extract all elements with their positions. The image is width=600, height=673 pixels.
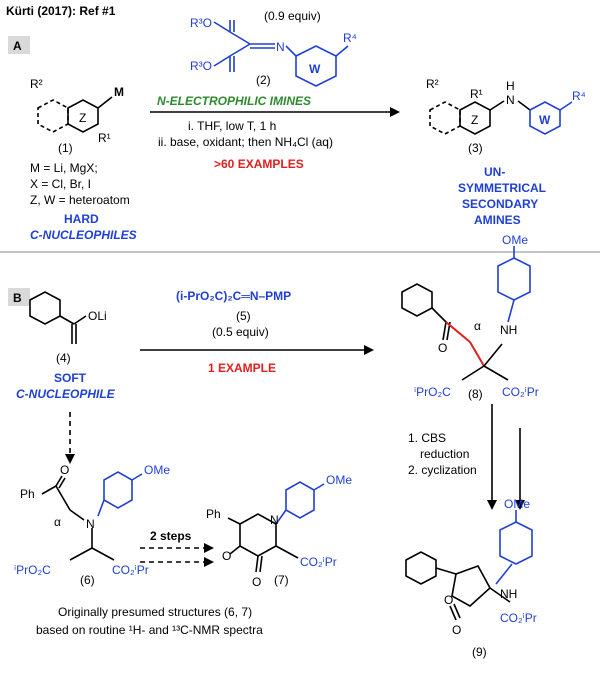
compound-3-class-3: SECONDARY (462, 197, 538, 211)
compound-7-n: N (270, 513, 279, 527)
compound-1-class-1: HARD (64, 212, 99, 226)
compound-4-class-2: C-NUCLEOPHILE (16, 387, 116, 401)
compound-7-structure (227, 481, 325, 573)
compound-4-class-1: SOFT (54, 371, 87, 385)
compound-9-nh: NH (500, 587, 517, 601)
compound-7-ph: Ph (206, 507, 221, 521)
imine-2-r3b: R³O (190, 59, 212, 73)
compound-6-right-ester: CO₂ⁱPr (112, 563, 149, 577)
compound-6-ph: Ph (20, 487, 35, 501)
compound-1-label: (1) (58, 141, 73, 155)
two-steps-label: 2 steps (150, 529, 192, 543)
panel-a-badge-label: A (13, 39, 22, 53)
compound-1-structure (37, 96, 113, 133)
compound-3-class-4: AMINES (474, 213, 521, 227)
compound-8-nh: NH (500, 323, 517, 337)
compound-7-label: (7) (274, 573, 289, 587)
compound-7-ester: CO₂ⁱPr (300, 555, 337, 569)
compound-4-label: (4) (56, 351, 71, 365)
compound-8-o: O (438, 341, 447, 355)
reaction-a-title: N-ELECTROPHILIC IMINES (157, 94, 311, 108)
compound-4-structure (29, 291, 87, 344)
reaction-a-examples: >60 EXAMPLES (214, 157, 304, 171)
imine-2-r3a: R³O (190, 16, 212, 30)
compound-3-label: (3) (468, 141, 483, 155)
compound-3-class-2: SYMMETRICAL (458, 181, 546, 195)
caption-line-2: based on routine ¹H- and ¹³C-NMR spectra (36, 623, 263, 637)
reaction-a-cond-2: ii. base, oxidant; then NH₄Cl (aq) (158, 135, 333, 149)
compound-6-o: O (60, 463, 69, 477)
compound-8-left-ester: ⁱPrO₂C (414, 385, 451, 399)
compound-4-oli: OLi (88, 309, 107, 323)
compound-3-r2: R² (426, 77, 439, 91)
compound-6-structure (41, 471, 143, 561)
compound-1-def-2: X = Cl, Br, I (30, 177, 91, 191)
compound-1-r2: R² (30, 77, 43, 91)
compound-8-label: (8) (468, 387, 483, 401)
compound-3-h: H (506, 79, 515, 93)
compound-6-left-ester: ⁱPrO₂C (14, 563, 51, 577)
compound-1-def-1: M = Li, MgX; (30, 161, 98, 175)
compound-7-ome: OMe (326, 473, 352, 487)
imine-2-r4: R⁴ (343, 31, 357, 45)
reagent-5-equiv: (0.5 equiv) (212, 325, 269, 339)
imine-2-n: N (276, 40, 285, 54)
panel-b-badge-label: B (13, 291, 22, 305)
compound-8-right-ester: CO₂ⁱPr (502, 385, 539, 399)
compound-1-def-3: Z, W = heteroatom (30, 193, 130, 207)
compound-9-label: (9) (472, 645, 487, 659)
imine-2-equiv: (0.9 equiv) (264, 9, 321, 23)
imine-2-w: W (309, 62, 321, 76)
compound-1-m: M (114, 85, 124, 99)
reagent-5-formula: (i-PrO₂C)₂C═N–PMP (176, 289, 291, 303)
caption-line-1: Originally presumed structures (6, 7) (58, 605, 252, 619)
compound-9-o-ring: O (444, 593, 453, 607)
compound-3-r4: R⁴ (572, 89, 586, 103)
compound-7-o-ring: O (222, 549, 231, 563)
compound-9-ome: OMe (504, 497, 530, 511)
compound-7-o-carbonyl: O (252, 575, 261, 589)
compound-8-ome: OMe (502, 233, 528, 247)
reagent-5-label: (5) (236, 309, 251, 323)
panel-b-badge (8, 288, 30, 306)
compound-6-alpha: α (54, 515, 61, 529)
compound-1-class-2: C-NUCLEOPHILES (30, 228, 137, 242)
compound-3-z: Z (471, 113, 478, 127)
reaction-a-cond-1: i. THF, low T, 1 h (188, 119, 276, 133)
compound-3-w: W (539, 113, 551, 127)
compound-6-ome: OMe (144, 463, 170, 477)
compound-9-o-carbonyl: O (452, 623, 461, 637)
reaction-c-cond-1: 1. CBS (408, 431, 446, 445)
compound-1-r1: R¹ (98, 131, 111, 145)
reaction-c-cond-2: reduction (420, 447, 469, 461)
compound-6-label: (6) (80, 573, 95, 587)
compound-3-structure (429, 100, 573, 135)
compound-1-z: Z (79, 111, 86, 125)
reaction-b-examples: 1 EXAMPLE (208, 361, 276, 375)
page-title: Kürti (2017): Ref #1 (6, 4, 116, 18)
imine-2-label: (2) (256, 73, 271, 87)
compound-9-ester: CO₂ⁱPr (500, 611, 537, 625)
compound-8-alpha: α (474, 319, 481, 333)
compound-9-structure (405, 510, 533, 621)
compound-3-n: N (506, 93, 515, 107)
reaction-c-cond-3: 2. cyclization (408, 463, 477, 477)
imine-2-structure (213, 20, 349, 87)
panel-a-badge (8, 36, 30, 54)
compound-6-n: N (86, 517, 95, 531)
compound-8-structure (401, 246, 531, 381)
compound-3-r1: R¹ (470, 87, 483, 101)
compound-3-class-1: UN- (484, 165, 505, 179)
